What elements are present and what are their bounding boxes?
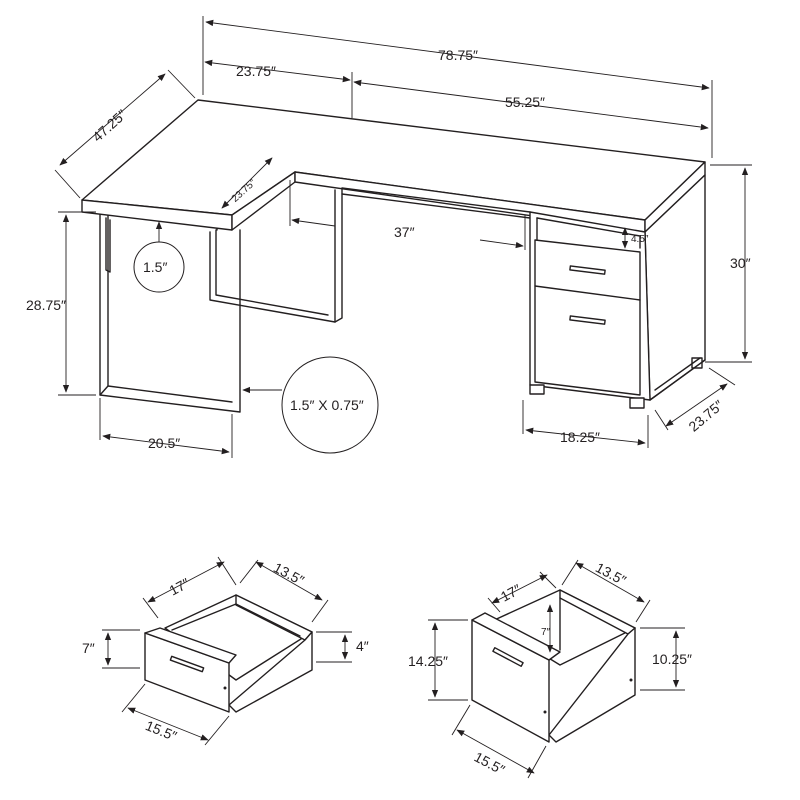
small-drawer-side-height: 4″ (356, 638, 369, 654)
dim-cabinet-width: 18.25″ (560, 429, 600, 445)
dim-leg-width: 20.5″ (148, 435, 180, 451)
dim-total-width: 78.75″ (438, 47, 478, 63)
l-desk-drawing: 78.75″ 23.75″ 55.25″ 47.25″ 23.75″ 37″ 4… (26, 16, 752, 458)
drawer-handle (569, 315, 606, 325)
small-drawer-depth: 13.5″ (271, 559, 307, 588)
large-drawer-side-height: 10.25″ (652, 651, 692, 667)
left-leg-frame (99, 184, 343, 413)
dim-return-width: 23.75″ (236, 63, 276, 79)
large-drawer-depth: 13.5″ (593, 559, 629, 588)
large-drawer-front-height: 14.25″ (408, 653, 448, 669)
large-drawer-inner-height: 7″ (541, 627, 551, 638)
dim-cabinet-depth: 23.75″ (685, 397, 726, 435)
dim-return-depth: 47.25″ (89, 106, 129, 145)
drawer-handle (169, 655, 205, 673)
drawer-handle (569, 265, 606, 275)
small-drawer-inner-width: 17″ (166, 575, 192, 599)
drawer-handle (492, 647, 524, 667)
small-drawer-front-height: 7″ (82, 640, 95, 656)
large-drawer-drawing: 17″ 13.5″ 7″ 14.25″ 10.25″ 15.5″ (408, 559, 692, 779)
small-drawer-front-width: 15.5″ (143, 717, 179, 744)
dim-height: 30″ (730, 255, 751, 271)
large-drawer-front-width: 15.5″ (472, 749, 508, 778)
dim-leg-tube: 1.5″ (143, 259, 167, 275)
small-drawer-drawing: 17″ 13.5″ 7″ 4″ 15.5″ (82, 556, 369, 746)
dim-leg-height: 28.75″ (26, 297, 66, 313)
dim-shelf-height: 4.5″ (631, 234, 649, 245)
dim-under-clearance: 37″ (394, 224, 415, 240)
dim-main-width: 55.25″ (505, 94, 545, 110)
desk-top (81, 99, 706, 221)
dim-tube-profile: 1.5″ X 0.75″ (290, 397, 364, 413)
file-cabinet (529, 174, 706, 409)
large-drawer-inner-width: 17″ (498, 581, 524, 605)
tube-profile-callout (281, 356, 379, 454)
